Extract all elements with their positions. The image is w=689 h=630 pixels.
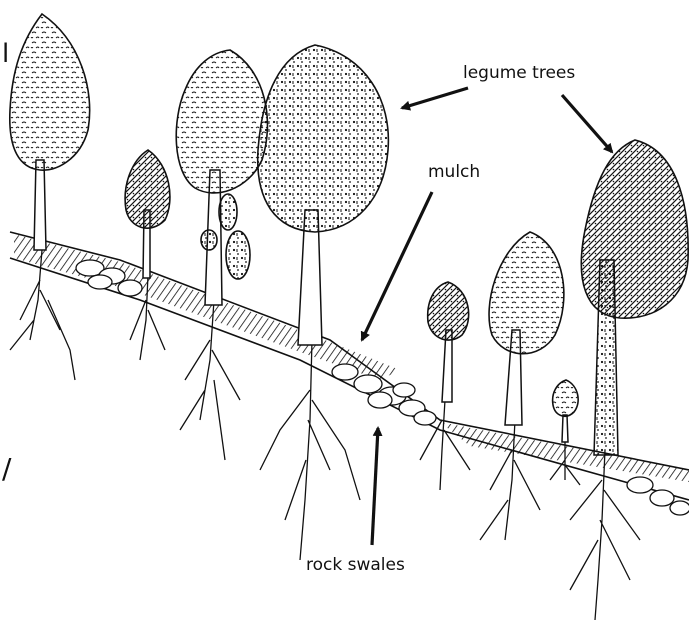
canopy-legume-right	[581, 140, 688, 318]
fruit-pod-2	[226, 231, 250, 279]
canopy-small-right	[428, 282, 469, 340]
edge-glyph-bottom: /	[2, 452, 12, 485]
arrow-mulch	[362, 192, 432, 340]
canopy-legume-center	[258, 45, 389, 232]
canopy-tall-left	[10, 14, 90, 170]
fruit-pod-3	[201, 230, 217, 250]
canopy-mid-right	[489, 232, 564, 354]
canopy-small-left	[125, 150, 170, 228]
canopy-mid	[176, 50, 267, 193]
arrow-rock-swales	[372, 428, 378, 545]
label-legume-trees: legume trees	[463, 63, 575, 83]
label-mulch: mulch	[428, 162, 480, 182]
arrow-legume-left	[402, 88, 468, 108]
fruit-pod-1	[219, 194, 237, 230]
edge-glyph-top: l	[2, 39, 9, 69]
arrow-legume-right	[562, 95, 612, 152]
label-rock-swales: rock swales	[306, 555, 405, 575]
annotation-arrows	[362, 88, 612, 545]
canopy-sapling	[553, 380, 579, 416]
